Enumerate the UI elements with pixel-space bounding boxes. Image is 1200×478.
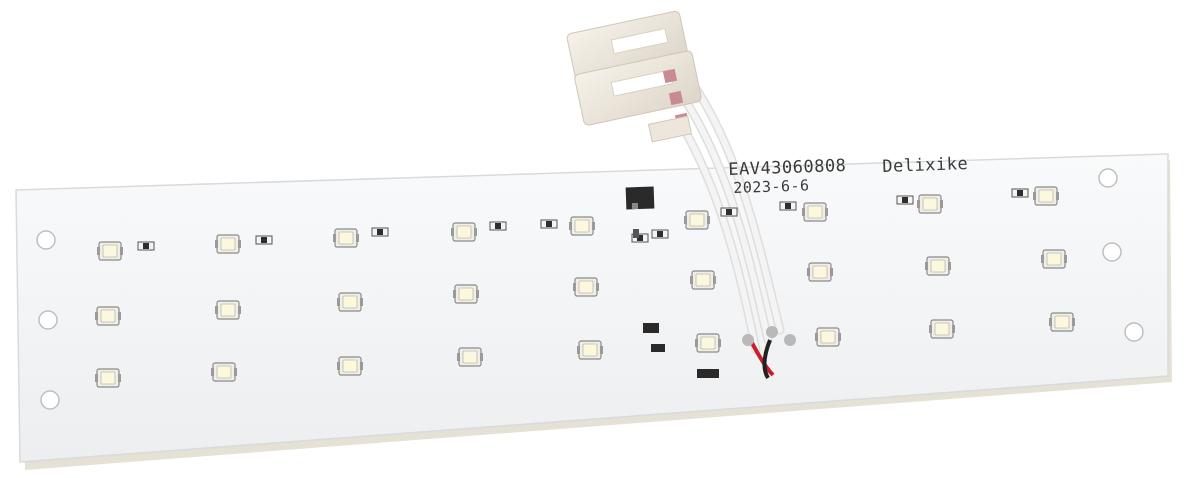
mounting-hole-icon (1102, 242, 1122, 262)
date-label: 2023-6-6 (733, 176, 810, 197)
resistor-icon (489, 221, 507, 231)
led-icon (215, 234, 241, 254)
resistor-icon (651, 229, 669, 239)
mounting-hole-icon (36, 230, 56, 250)
led-icon (1041, 249, 1067, 269)
led-icon (807, 262, 833, 282)
led-icon (815, 327, 841, 347)
led-icon (333, 228, 359, 248)
mounting-hole-icon (1124, 322, 1144, 342)
led-icon (684, 210, 710, 230)
mounting-holes (36, 168, 1144, 410)
led-icon (695, 333, 721, 353)
led-icon (337, 356, 363, 376)
mounting-hole-icon (40, 390, 60, 410)
led-icon (577, 340, 603, 360)
led-icon (337, 292, 363, 312)
connector-icon (566, 10, 702, 143)
resistor-icon (371, 227, 389, 237)
led-icon (211, 362, 237, 382)
led-icon (453, 284, 479, 304)
resistor-icon (779, 201, 797, 211)
ic-chip-icon (625, 186, 719, 378)
brand-label: Delixike (882, 154, 969, 177)
wire-solder-joints (742, 326, 796, 380)
led-icon (925, 256, 951, 276)
pcb-board (15, 153, 1169, 463)
led-icon (573, 277, 599, 297)
led-icon (451, 222, 477, 242)
resistor-icon (255, 235, 273, 245)
led-icon (1049, 312, 1075, 332)
resistor-icon (896, 195, 914, 205)
led-icon (929, 319, 955, 339)
led-icon (1033, 186, 1059, 206)
resistor-icon (1011, 188, 1029, 198)
led-array (95, 186, 1075, 388)
resistor-icon (540, 219, 558, 229)
led-icon (802, 202, 828, 222)
led-icon (690, 270, 716, 290)
led-icon (95, 306, 121, 326)
led-icon (917, 194, 943, 214)
mounting-hole-icon (1098, 168, 1118, 188)
led-icon (457, 347, 483, 367)
resistor-icon (137, 241, 155, 251)
led-icon (215, 300, 241, 320)
resistor-array (137, 188, 1029, 251)
resistor-icon (720, 207, 738, 217)
led-icon (97, 241, 123, 261)
resistor-icon (631, 233, 649, 243)
mounting-hole-icon (38, 310, 58, 330)
led-icon (95, 368, 121, 388)
led-icon (569, 216, 595, 236)
